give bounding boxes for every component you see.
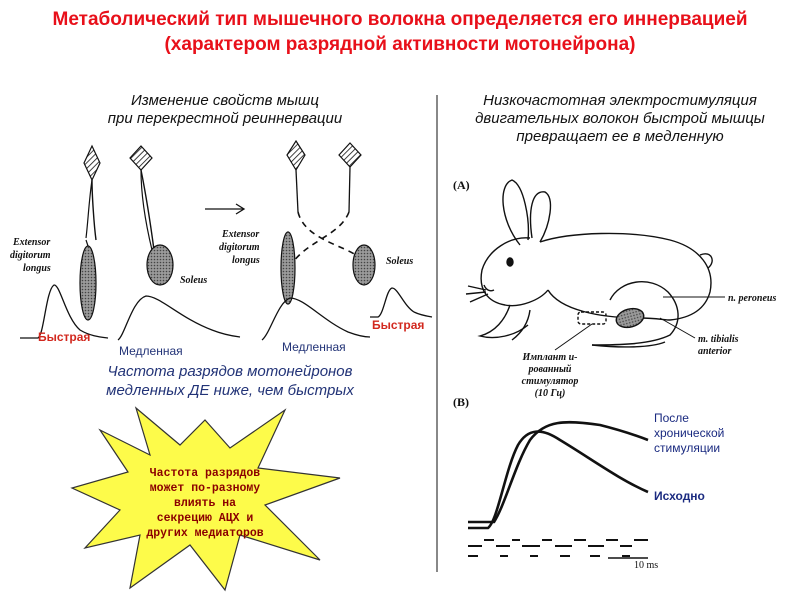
label-soleus: Soleus [180, 275, 208, 286]
label-fast-2: Быстрая [372, 318, 425, 332]
label-implant-line2: рованный [528, 364, 572, 375]
label-slow-1: Медленная [119, 344, 183, 358]
label-fast-1: Быстрая [38, 330, 91, 344]
cross-reinnervation-diagram [280, 139, 376, 305]
extensor-digitorum-longus-muscle-2 [280, 231, 296, 305]
extensor-digitorum-longus-muscle [79, 245, 97, 321]
star-burst [70, 406, 341, 592]
label-soleus2: Soleus [386, 256, 414, 267]
panel-a-label: (A) [453, 178, 470, 192]
star-text-line2: может по-разному [149, 482, 261, 495]
slow-axon-to-edl-dashed [292, 211, 350, 263]
label-edl-line2: digitorum [10, 250, 51, 261]
fast-twitch-curve-2 [370, 287, 433, 318]
fast-motoneuron-axon [91, 179, 97, 241]
label-after-line3: стимуляции [654, 441, 721, 455]
label-edl2-line2: digitorum [219, 242, 260, 253]
star-text-line1: Частота разрядов [149, 467, 261, 480]
label-initial: Исходно [654, 489, 705, 503]
label-edl2-line1: Extensor [222, 229, 260, 240]
slow-motoneuron-soma-2 [338, 142, 362, 168]
slow-motoneuron-axon [140, 169, 155, 251]
right-heading-line2: двигательных волокон быстрой мышцы [475, 110, 765, 127]
label-tibialis-line1: m. tibialis [698, 334, 739, 345]
right-heading-line1: Низкочастотная электростимуляция [483, 92, 757, 109]
left-heading-line1: Изменение свойств мышц [131, 92, 319, 109]
label-slow-2: Медленная [282, 340, 346, 354]
panel-b-label: (B) [453, 395, 469, 409]
label-implant-line4: (10 Гц) [534, 388, 566, 399]
left-neuron-fast-motoneuron [79, 144, 101, 321]
stimulus-marks [468, 539, 648, 559]
left-heading-line2: при перекрестной реиннервации [107, 110, 343, 127]
slow-motoneuron-soma [129, 145, 153, 171]
fast-motoneuron-soma-2 [286, 139, 306, 172]
star-text-line5: других медиаторов [146, 527, 264, 540]
right-heading-line3: превращает ее в медленную [516, 128, 724, 145]
label-scale-bar: 10 ms [634, 560, 659, 571]
label-tibialis-line2: anterior [698, 346, 732, 357]
label-implant-line3: стимулятор [521, 376, 579, 387]
label-edl-line3: longus [23, 263, 51, 274]
twitch-graph [468, 420, 649, 530]
label-after-line1: После [654, 411, 689, 425]
rabbit-illustration [465, 179, 725, 351]
after-stimulation-twitch-curve [468, 420, 649, 524]
soleus-muscle-2 [352, 244, 376, 286]
note-line1: Частота разрядов мотонейронов [107, 363, 353, 380]
fast-motoneuron-soma [83, 144, 101, 182]
label-after-line2: хронической [654, 426, 725, 440]
label-edl2-line3: longus [232, 255, 260, 266]
star-text-line3: влиять на [173, 497, 237, 510]
star-text-line4: секрецию АЦХ и [156, 512, 254, 525]
fast-twitch-curve-1 [20, 284, 109, 339]
label-edl-line1: Extensor [13, 237, 51, 248]
fast-axon-to-soleus-dashed [297, 211, 361, 259]
label-n-peroneus: n. peroneus [728, 293, 777, 304]
page-title-line1: Метаболический тип мышечного волокна опр… [52, 9, 748, 30]
initial-twitch-curve [468, 430, 649, 530]
page-title-line2: (характером разрядной активности мотоней… [164, 34, 636, 55]
left-neuron-slow-motoneuron [129, 145, 174, 286]
note-line2: медленных ДЕ ниже, чем быстрых [106, 382, 354, 399]
soleus-muscle [146, 244, 174, 286]
slow-twitch-curve-2 [261, 297, 371, 341]
slow-twitch-curve-1 [117, 295, 241, 341]
label-implant-line1: Имплант и- [522, 352, 578, 363]
